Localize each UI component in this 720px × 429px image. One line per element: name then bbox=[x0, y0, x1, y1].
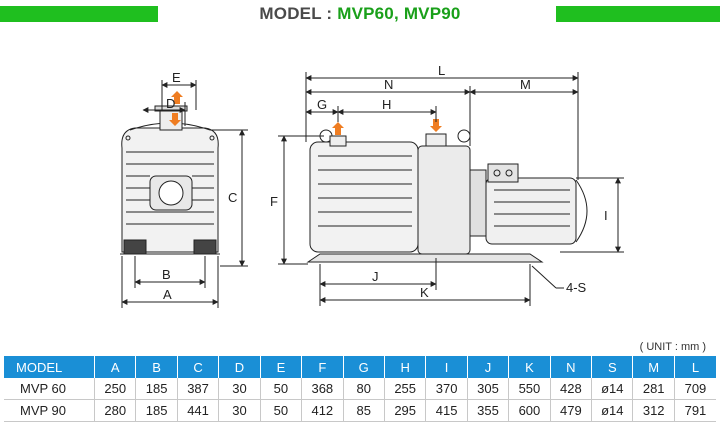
dim-label-j: J bbox=[372, 269, 379, 284]
table-header-cell: H bbox=[384, 356, 427, 378]
model-values: MVP60, MVP90 bbox=[337, 4, 461, 23]
table-header-cell: D bbox=[218, 356, 261, 378]
dim-label-l: L bbox=[438, 63, 445, 78]
model-cell: MVP 90 bbox=[4, 399, 95, 422]
table-header-cell: S bbox=[591, 356, 634, 378]
dim-label-m: M bbox=[520, 77, 531, 92]
table-header-cell: J bbox=[467, 356, 510, 378]
table-header-cell: A bbox=[94, 356, 137, 378]
value-cell: 355 bbox=[467, 399, 510, 422]
arrow-icon bbox=[169, 91, 183, 126]
value-cell: 428 bbox=[550, 378, 593, 400]
value-cell: 387 bbox=[177, 378, 220, 400]
value-cell: 50 bbox=[260, 399, 303, 422]
value-cell: 255 bbox=[384, 378, 427, 400]
green-accent-bar-right bbox=[556, 6, 720, 22]
value-cell: 250 bbox=[94, 378, 137, 400]
table-header-cell: F bbox=[301, 356, 344, 378]
value-cell: 80 bbox=[343, 378, 385, 400]
dim-label-b: B bbox=[162, 267, 171, 282]
dim-label-f: F bbox=[270, 194, 278, 209]
value-cell: 305 bbox=[467, 378, 510, 400]
dim-label-e: E bbox=[172, 70, 181, 85]
dim-label-k: K bbox=[420, 285, 429, 300]
table-header-cell: G bbox=[343, 356, 385, 378]
table-header-cell: E bbox=[260, 356, 303, 378]
table-header-cell: I bbox=[425, 356, 468, 378]
dim-label-a: A bbox=[163, 287, 172, 302]
model-label: MODEL : bbox=[259, 4, 338, 23]
table-header-cell: B bbox=[135, 356, 178, 378]
dim-label-i: I bbox=[604, 208, 608, 223]
unit-note: ( UNIT : mm ) bbox=[639, 341, 706, 353]
front-view-dimensions bbox=[121, 80, 248, 308]
value-cell: 441 bbox=[177, 399, 220, 422]
side-view-pump bbox=[306, 129, 588, 263]
dim-label-n: N bbox=[384, 77, 393, 92]
value-cell: 415 bbox=[425, 399, 468, 422]
value-cell: 185 bbox=[135, 399, 178, 422]
value-cell: 709 bbox=[674, 378, 716, 400]
value-cell: 50 bbox=[260, 378, 303, 400]
value-cell: ø14 bbox=[591, 399, 634, 422]
dimension-letters: E D C B A F G H N L M I J K 4-S bbox=[162, 63, 608, 302]
value-cell: 30 bbox=[218, 399, 261, 422]
value-cell: 600 bbox=[508, 399, 551, 422]
value-cell: ø14 bbox=[591, 378, 634, 400]
front-view-pump bbox=[120, 105, 220, 255]
table-header-cell: N bbox=[550, 356, 593, 378]
table-header-cell: L bbox=[674, 356, 716, 378]
value-cell: 791 bbox=[674, 399, 716, 422]
page-title: MODEL : MVP60, MVP90 bbox=[0, 4, 720, 24]
dim-label-g: G bbox=[317, 97, 327, 112]
dim-label-holes: 4-S bbox=[566, 280, 587, 295]
green-accent-bar-left bbox=[0, 6, 158, 22]
value-cell: 280 bbox=[94, 399, 137, 422]
table-header-cell: MODEL bbox=[4, 356, 95, 378]
value-cell: 30 bbox=[218, 378, 261, 400]
dim-label-h: H bbox=[382, 97, 391, 112]
table-header-cell: C bbox=[177, 356, 220, 378]
dimension-drawing: E D C B A F G H N L M I J K 4-S bbox=[120, 63, 624, 308]
dim-label-c: C bbox=[228, 190, 237, 205]
value-cell: 295 bbox=[384, 399, 427, 422]
value-cell: 412 bbox=[301, 399, 344, 422]
value-cell: 185 bbox=[135, 378, 178, 400]
value-cell: 550 bbox=[508, 378, 551, 400]
value-cell: 312 bbox=[632, 399, 675, 422]
table-header-cell: K bbox=[508, 356, 551, 378]
value-cell: 368 bbox=[301, 378, 344, 400]
table-header-cell: M bbox=[632, 356, 675, 378]
value-cell: 370 bbox=[425, 378, 468, 400]
value-cell: 85 bbox=[343, 399, 385, 422]
dim-label-d: D bbox=[166, 96, 175, 111]
value-cell: 281 bbox=[632, 378, 675, 400]
side-view-dimensions bbox=[278, 72, 624, 306]
arrow-icon bbox=[332, 119, 442, 135]
value-cell: 479 bbox=[550, 399, 593, 422]
model-cell: MVP 60 bbox=[4, 378, 95, 400]
